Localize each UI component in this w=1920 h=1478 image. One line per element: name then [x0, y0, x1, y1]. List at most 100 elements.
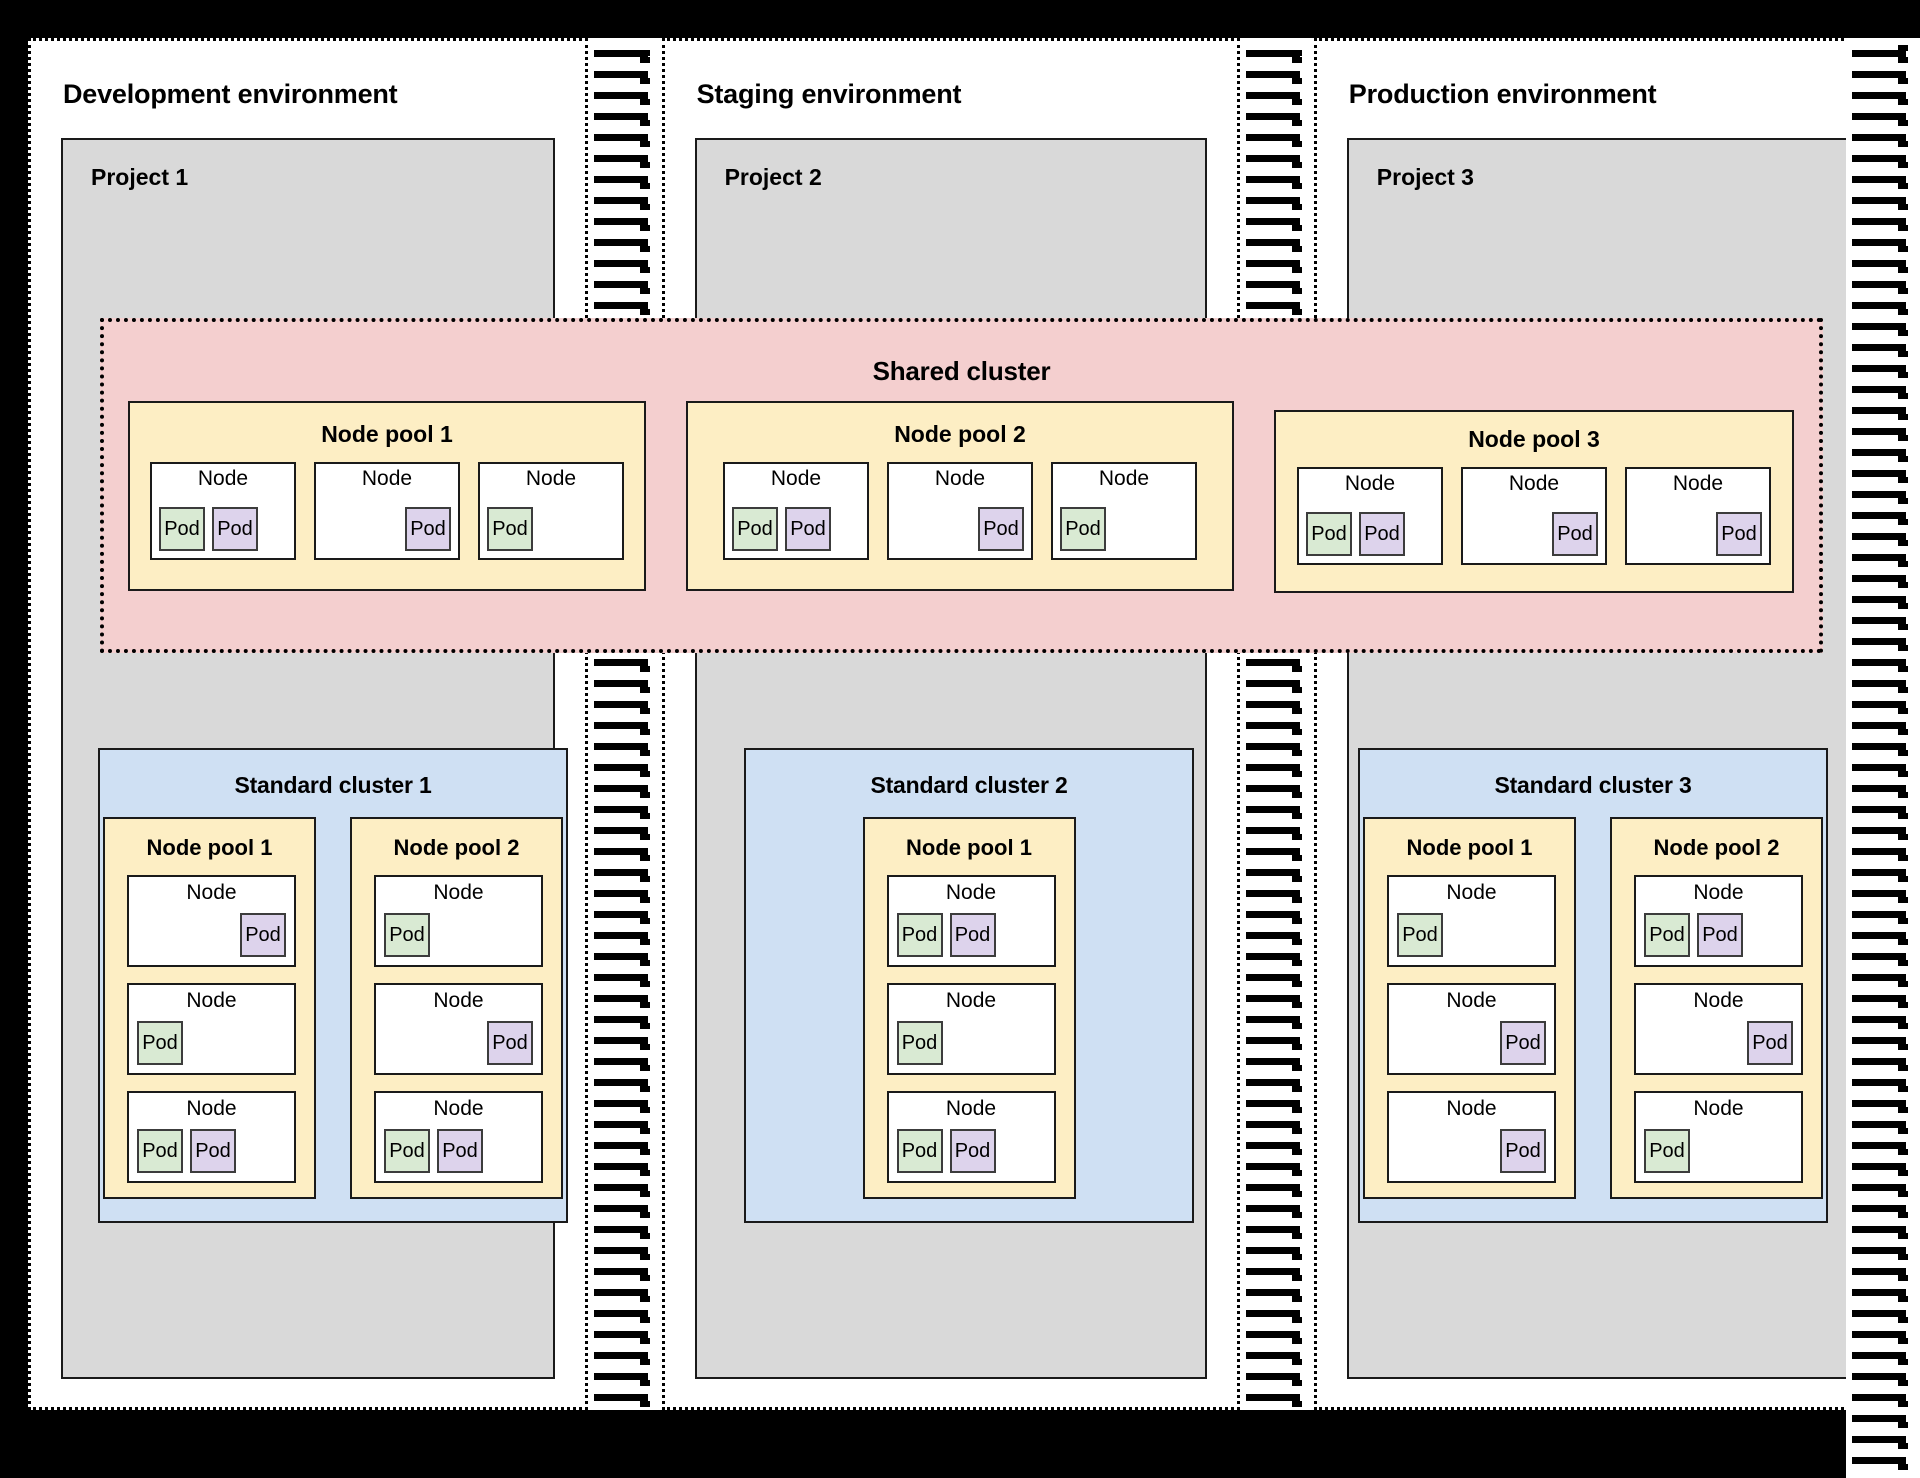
node-label: Node	[945, 881, 997, 904]
pod-group: Pod	[1636, 1014, 1801, 1073]
pod-purple: Pod	[212, 507, 258, 551]
divider-nubs-icon	[1291, 38, 1302, 1410]
node-label: Node	[945, 989, 997, 1012]
pod-group: Pod	[1053, 492, 1195, 558]
environment-title: Staging environment	[696, 79, 962, 109]
node-pool-label: Node pool 1	[146, 835, 273, 860]
pod-group: Pod	[1389, 1122, 1554, 1181]
pod-group: Pod	[129, 906, 294, 965]
pod-green: Pod	[1644, 1129, 1690, 1173]
project-title: Project 3	[1376, 164, 1474, 190]
node-label: Node	[770, 467, 822, 490]
divider-teeth-icon	[593, 38, 662, 1410]
pod-green: Pod	[896, 913, 943, 957]
pod-green: Pod	[896, 1021, 943, 1065]
node-label: Node	[1446, 989, 1497, 1012]
pod-purple: Pod	[785, 507, 831, 551]
node-label: Node	[197, 467, 249, 490]
divider-teeth-icon	[1852, 38, 1920, 1478]
node-label: Node	[1693, 1097, 1744, 1120]
pod-purple: Pod	[1552, 512, 1598, 556]
environment-divider-2	[1239, 38, 1314, 1410]
pod-group: Pod	[889, 1014, 1054, 1073]
pod-group: Pod	[376, 1014, 541, 1073]
node-label: Node	[186, 1097, 237, 1120]
pod-purple: Pod	[487, 1021, 533, 1065]
pod-purple: Pod	[437, 1129, 483, 1173]
divider-nubs-icon	[639, 38, 650, 1410]
pod-purple: Pod	[1697, 913, 1743, 957]
pod-green: Pod	[137, 1129, 183, 1173]
pod-group: Pod	[480, 492, 622, 558]
pod-green: Pod	[137, 1021, 183, 1065]
shared-cluster-title: Shared cluster	[872, 356, 1051, 386]
node-label: Node	[1344, 472, 1396, 495]
environment-title: Production environment	[1348, 79, 1657, 109]
node-label: Node	[1672, 472, 1724, 495]
node-pool-label: Node pool 1	[906, 835, 1032, 860]
pod-purple: Pod	[190, 1129, 236, 1173]
pod-purple: Pod	[1716, 512, 1762, 556]
node-label: Node	[361, 467, 413, 490]
pod-purple: Pod	[240, 913, 286, 957]
node-label: Node	[433, 881, 484, 904]
pod-green: Pod	[487, 507, 533, 551]
pod-green: Pod	[384, 913, 430, 957]
node-pool-label: Node pool 2	[393, 835, 520, 860]
diagram-canvas: Development environment Project 1 Stagin…	[0, 38, 1920, 1478]
node-label: Node	[186, 881, 237, 904]
environment-divider-1	[587, 38, 662, 1410]
pod-purple: Pod	[1500, 1021, 1546, 1065]
node-label: Node	[1446, 881, 1497, 904]
node-label: Node	[934, 467, 986, 490]
pod-group: Pod	[889, 492, 1031, 558]
pod-purple: Pod	[949, 913, 996, 957]
node-label: Node	[1446, 1097, 1497, 1120]
pod-group: Pod	[316, 492, 458, 558]
pod-group: Pod	[376, 906, 541, 965]
pod-purple: Pod	[978, 507, 1024, 551]
node-label: Node	[1693, 881, 1744, 904]
pod-green: Pod	[732, 507, 778, 551]
